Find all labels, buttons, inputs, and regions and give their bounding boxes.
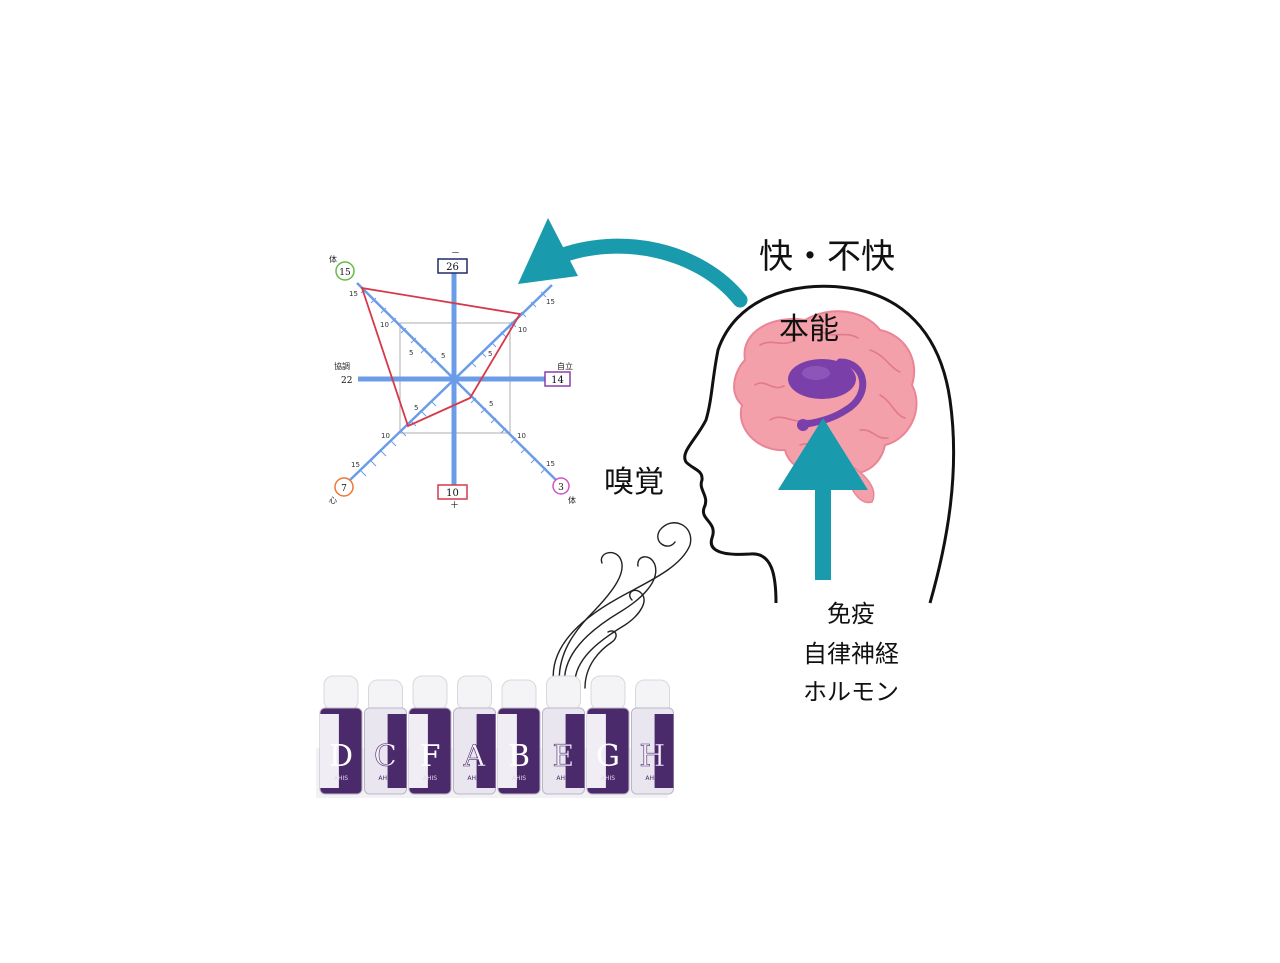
bottle-letter: F — [420, 739, 441, 774]
axis-marker-bottom-left: 7 心 — [329, 477, 354, 505]
bottle-brand: AHIS — [378, 775, 392, 782]
curved-arrow-head — [518, 218, 578, 284]
bottle-letter: G — [596, 739, 620, 774]
radar-polygon — [360, 286, 522, 428]
tick-label: 10 — [380, 321, 389, 329]
label-smell: 嗅覚 — [604, 465, 664, 500]
bottle-brand: AHIS — [467, 775, 481, 782]
bottle-letter: H — [639, 739, 665, 774]
radar-axis-diagonal-a — [356, 282, 557, 481]
axis-marker-top: － 26 — [437, 249, 468, 274]
bottle-letter: E — [553, 739, 575, 774]
label-pleasure: 快・不快 — [759, 237, 895, 277]
bottle-cap — [412, 675, 448, 711]
radar-axis-diagonal-b — [349, 284, 553, 481]
bottle-cap — [590, 675, 626, 711]
bottle-cap — [457, 675, 492, 711]
bottle-label-band — [654, 714, 674, 788]
bottle-brand: AHIS — [334, 775, 348, 782]
tick-label: 15 — [546, 460, 555, 468]
limbic-system — [788, 358, 867, 431]
bottle-letter: A — [463, 739, 486, 774]
label-hormones: ホルモン — [803, 678, 899, 706]
bottle-label-band — [320, 714, 339, 788]
upward-arrow-head — [778, 418, 868, 490]
axis-label-autonomy: 自立 — [557, 361, 573, 371]
bottle-brand: AHIS — [601, 775, 615, 782]
axis-label-plus: ＋ — [450, 500, 459, 511]
axis-label-body-a: 体 — [329, 254, 337, 264]
tick-label: 5 — [414, 404, 418, 412]
curved-arrow — [518, 218, 748, 308]
bottle-label-band — [476, 714, 496, 788]
axis-score-cooperation: 22 — [341, 376, 352, 386]
axis-score-minus: 26 — [446, 262, 459, 273]
bottle-brand: AHIS — [512, 775, 526, 782]
axis-score-mind: 7 — [341, 484, 347, 494]
axis-score-body-a: 15 — [339, 268, 351, 278]
tick-label: 15 — [351, 461, 360, 469]
radar-chart: 15 10 5 15 10 5 5 10 15 5 10 15 5 － 26 自… — [329, 249, 576, 511]
axis-marker-right: 自立 14 — [544, 361, 573, 387]
axis-label-cooperation: 協調 — [334, 361, 350, 371]
tick-label: 10 — [518, 326, 527, 334]
bottle-label-band — [565, 714, 585, 788]
tick-label: 5 — [489, 400, 493, 408]
bottle-letter: B — [508, 739, 530, 774]
axis-score-plus: 10 — [446, 488, 459, 499]
label-autonomic-nerves: 自律神経 — [803, 640, 899, 668]
bottle-letter: D — [329, 739, 353, 774]
tick-label: 15 — [546, 298, 555, 306]
bottle-brand: AHIS — [423, 775, 437, 782]
scent-swirls — [552, 522, 692, 691]
axis-score-autonomy: 14 — [551, 375, 564, 386]
tick-label: 10 — [517, 432, 526, 440]
axis-marker-bottom: 10 ＋ — [437, 484, 468, 511]
tick-label: 15 — [349, 290, 358, 298]
tick-label: 5 — [488, 350, 492, 358]
bottle-label-band — [498, 714, 517, 788]
upward-arrow — [778, 418, 868, 580]
axis-label-mind: 心 — [329, 496, 337, 505]
axis-score-body-b: 3 — [558, 483, 564, 493]
bottle-brand: AHIS — [645, 775, 659, 782]
bottle-label-band — [387, 714, 407, 788]
bottle-brand: AHIS — [556, 775, 570, 782]
label-instinct: 本能 — [779, 312, 839, 347]
label-immunity: 免疫 — [827, 600, 875, 628]
tick-label: 5 — [409, 349, 413, 357]
head-profile — [683, 284, 956, 604]
tick-label: 10 — [381, 432, 390, 440]
axis-marker-top-left: 体 15 — [329, 254, 355, 281]
brain — [733, 310, 918, 504]
bottle-cap — [546, 675, 581, 711]
axis-marker-bottom-right: 3 体 — [552, 477, 576, 505]
bottle-label-band — [587, 714, 606, 788]
axis-marker-left: 協調 22 — [334, 361, 352, 386]
bottle-cap — [323, 675, 359, 711]
bottle-label-band — [409, 714, 428, 788]
axis-label-minus: － — [451, 249, 460, 259]
axis-label-body-b: 体 — [568, 495, 576, 505]
bottle-letter: C — [374, 739, 397, 774]
tick-label: 5 — [441, 352, 445, 360]
